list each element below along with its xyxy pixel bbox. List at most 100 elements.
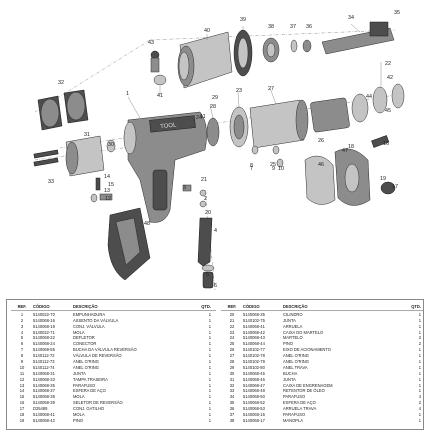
cell-code: 5140068-24 (33, 341, 55, 347)
cell-qty: 2 (418, 400, 421, 406)
callout-3: 3 (183, 185, 186, 191)
callout-7: 7 (250, 166, 253, 172)
exploded-view-diagram: TOOL (33, 10, 405, 291)
cell-desc: CAIXA DE ENGRENAGEM (283, 382, 333, 388)
cell-desc: PARAFUSO (283, 394, 306, 400)
cell-ref: 24 (229, 335, 235, 341)
cell-ref: 19 (19, 417, 25, 423)
cell-qty: 1 (418, 417, 421, 423)
cell-desc: CILINDRO (283, 311, 303, 317)
callout-17: 17 (392, 184, 398, 190)
cell-code: 5140068-41 (243, 323, 265, 329)
cell-code: 5140102-75 (243, 317, 265, 323)
cell-ref: 21 (229, 317, 235, 323)
cell-desc: RETENTOR DE ÓLEO (283, 388, 325, 394)
cell-code: 5140112-72 (33, 353, 55, 359)
cell-ref: 1 (20, 311, 24, 317)
cell-desc: ESFERA DE AÇO (283, 400, 316, 406)
callout-42: 42 (387, 75, 393, 81)
cell-ref: 20 (229, 311, 235, 317)
cell-ref: 32 (229, 382, 235, 388)
header-qty: QTD. (411, 304, 421, 309)
cell-ref: 2 (20, 317, 24, 323)
cell-code: 5140068-45 (243, 370, 265, 376)
cell-ref: 28 (229, 359, 235, 365)
cell-qty: 1 (418, 359, 421, 365)
cell-qty: 1 (208, 382, 211, 388)
callout-labels: 1 2 3 4 5 6 7 8 9 10 11 12 13 14 15 16 1… (48, 10, 400, 289)
cell-ref: 11 (19, 370, 25, 376)
cell-code: 5140102-77 (243, 347, 265, 353)
cell-desc: JUNTA (73, 370, 86, 376)
cell-ref: 35 (229, 400, 235, 406)
cell-code: 5140068-52 (243, 400, 265, 406)
cell-desc: ARRUELA TRAVA (283, 406, 317, 412)
cell-qty: 1 (208, 388, 211, 394)
callout-15: 15 (108, 182, 114, 188)
cell-qty: 1 (208, 311, 211, 317)
cell-ref: 33 (229, 388, 235, 394)
table-header: REF. CÓDIGO DESCRIÇÃO QTD. (221, 304, 423, 311)
reverse-valve-parts (33, 149, 113, 203)
cell-desc: EMPUNHADURA (73, 311, 106, 317)
callout-16: 16 (383, 141, 389, 147)
callout-36: 36 (306, 24, 312, 30)
cell-ref: 6 (20, 341, 24, 347)
cell-qty: 1 (208, 376, 211, 382)
cell-code: 5140068-41 (33, 412, 55, 418)
cell-ref: 18 (19, 412, 25, 418)
callout-25: 25 (270, 162, 276, 168)
cell-desc: MOLA (73, 329, 85, 335)
cell-ref: 30 (229, 370, 235, 376)
cell-ref: 4 (20, 329, 24, 335)
cell-ref: 31 (229, 376, 235, 382)
cell-desc: CONJ. VÁLVULA (73, 323, 105, 329)
cell-qty: 1 (208, 341, 211, 347)
callout-11: 11 (200, 114, 206, 120)
cell-qty: 1 (418, 412, 421, 418)
cell-desc: ANEL O'RING (283, 359, 309, 365)
cell-qty: 1 (418, 323, 421, 329)
motor-group (206, 83, 405, 149)
cell-qty: 1 (418, 388, 421, 394)
callout-29: 29 (212, 95, 218, 101)
cell-code: 5140068-37 (33, 388, 55, 394)
cell-code: 5140068-46 (243, 376, 265, 382)
callout-45: 45 (385, 108, 391, 114)
cell-desc: ESFERA DE AÇO (73, 388, 106, 394)
cell-qty: 1 (418, 382, 421, 388)
cell-code: 5140068-50 (243, 394, 265, 400)
cell-ref: 14 (19, 388, 25, 394)
callout-33: 33 (48, 179, 54, 185)
cell-ref: 38 (229, 417, 235, 423)
callout-44: 44 (366, 94, 372, 100)
cell-ref: 10 (19, 364, 25, 370)
cell-ref: 36 (229, 406, 235, 412)
callout-10: 10 (278, 166, 284, 172)
cell-code: 5140068-19 (33, 323, 55, 329)
cell-code: 5140068-42 (243, 329, 265, 335)
cell-desc: BUCHA DA VÁLVULA REVERSÃO (73, 347, 137, 353)
header-code: CÓDIGO (243, 304, 260, 309)
header-desc: DESCRIÇÃO (73, 304, 98, 309)
cell-code: 5140022-71 (33, 329, 55, 335)
cell-code: 5140068-38 (33, 394, 55, 400)
cell-desc: MOLA (73, 394, 85, 400)
cell-ref: 34 (229, 394, 235, 400)
